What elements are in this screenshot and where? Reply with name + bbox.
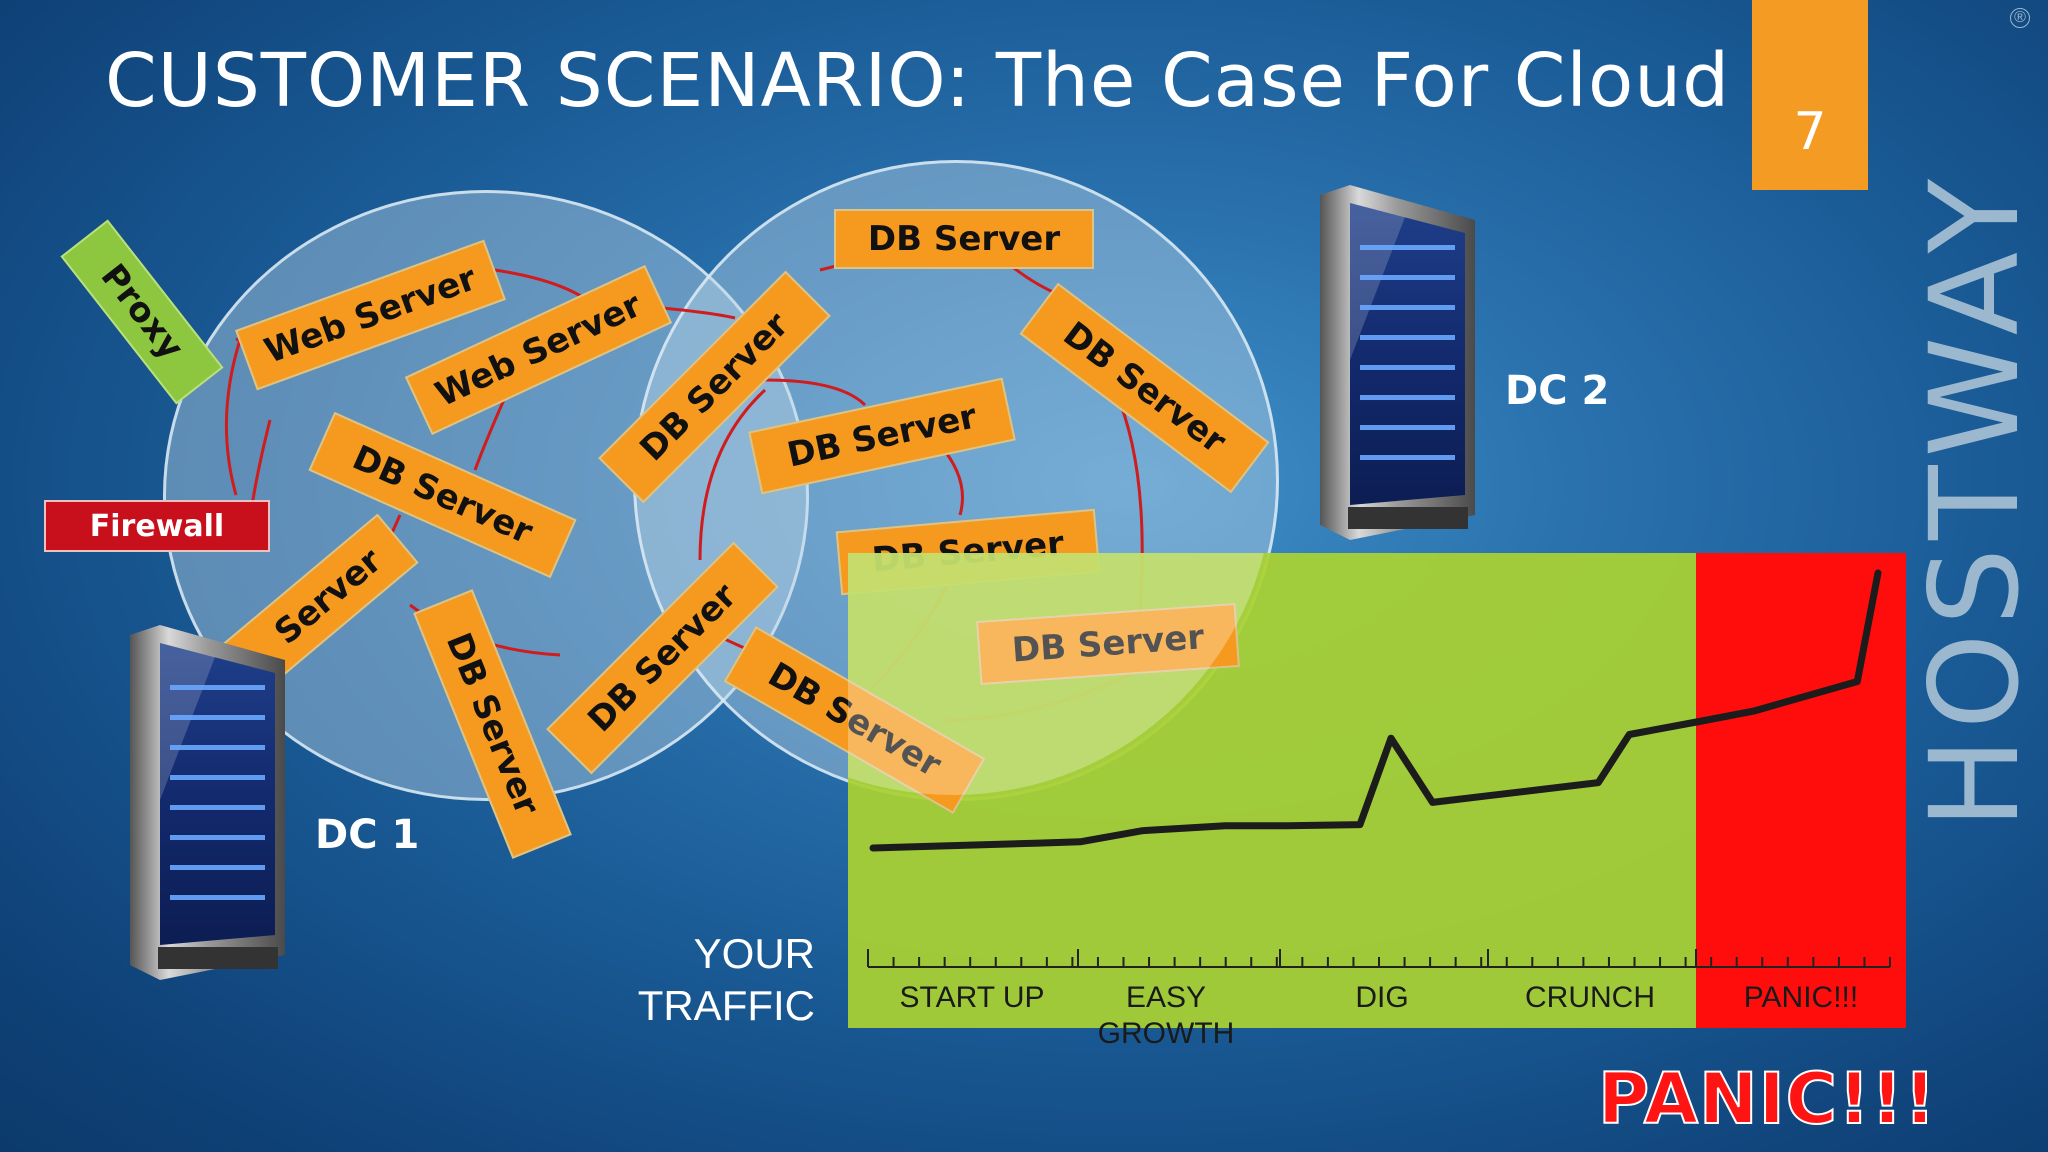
dc2-label: DC 2: [1505, 368, 1610, 414]
phase-text: DIG: [1355, 981, 1409, 1014]
phase-text: GROWTH: [1097, 1017, 1235, 1050]
db-server-node: DB Server: [834, 209, 1094, 269]
slide-title: CUSTOMER SCENARIO: The Case For Cloud: [105, 38, 1731, 124]
phase-text: PANIC!!!: [1743, 981, 1859, 1014]
firewall-node: Firewall: [44, 500, 270, 552]
server-rack-icon: [130, 625, 285, 980]
phase-label-start-up: START UP: [872, 980, 1072, 1016]
traffic-series-line: [869, 569, 1882, 852]
firewall-label: Firewall: [89, 508, 225, 544]
traffic-chart: [867, 569, 1891, 968]
y-label-line: YOUR: [693, 930, 815, 977]
slide-number-badge: 7: [1752, 0, 1868, 190]
y-axis-label: YOUR TRAFFIC: [620, 928, 815, 1032]
slide-number: 7: [1793, 102, 1827, 162]
phase-text: EASY: [1125, 981, 1207, 1014]
phase-label-panic: PANIC!!!: [1700, 980, 1902, 1016]
phase-text: START UP: [899, 981, 1045, 1014]
phase-text: CRUNCH: [1525, 981, 1655, 1014]
phase-label-crunch: CRUNCH: [1490, 980, 1690, 1016]
y-label-line: TRAFFIC: [637, 982, 815, 1029]
link-proxy-firewall: [224, 339, 242, 496]
registered-mark: ®: [2010, 8, 2030, 28]
x-axis-ticks: [867, 949, 1891, 967]
chart-panic-zone: [1696, 553, 1906, 1028]
node-label: DB Server: [867, 219, 1061, 259]
server-rack-icon: [1320, 185, 1475, 540]
panic-callout: PANIC!!!: [1597, 1057, 1937, 1141]
circle-chart-overlap: [848, 553, 1273, 795]
phase-label-dig: DIG: [1282, 980, 1482, 1016]
link-dba-dbb: [764, 378, 867, 407]
dc1-label: DC 1: [315, 812, 420, 858]
link-db4-dba: [698, 388, 767, 561]
